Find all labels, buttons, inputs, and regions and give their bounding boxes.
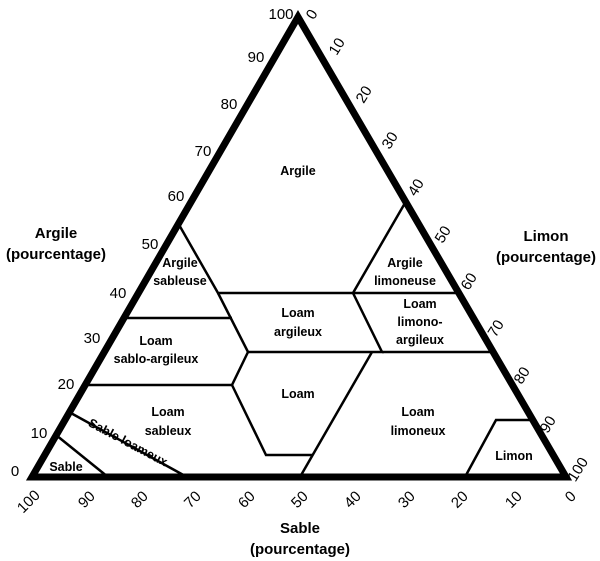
clay-axis-subtitle: (pourcentage): [6, 246, 106, 263]
sand-tick: 30: [395, 488, 419, 512]
clay-axis-ticks: 0 10 20 30 40 50 60 70 80 90 100: [11, 6, 294, 480]
region-label-argile-sableuse: sableuse: [153, 274, 207, 288]
silt-tick: 40: [405, 176, 428, 199]
region-label-argile-limoneuse: limoneuse: [374, 274, 436, 288]
silt-axis-ticks: 0 10 20 30 40 50 60 70 80 90 100: [303, 7, 592, 485]
region-label-argile-limoneuse: Argile: [387, 256, 422, 270]
silt-axis-subtitle: (pourcentage): [496, 249, 596, 266]
region-boundary: [216, 292, 385, 354]
triangle-outline: [25, 10, 573, 481]
region-boundary: [176, 202, 407, 295]
clay-tick: 40: [110, 285, 127, 302]
sand-tick: 40: [341, 488, 365, 512]
region-label-argile-sableuse: Argile: [162, 256, 197, 270]
region-label-loam-limono-argileux: limono-: [397, 315, 442, 329]
sand-tick: 100: [14, 487, 44, 517]
region-label-loam-sableux: Loam: [151, 405, 184, 419]
silt-tick: 60: [458, 270, 481, 293]
region-label-argile: Argile: [280, 164, 315, 178]
region-label-loam-limoneux: Loam: [401, 405, 434, 419]
region-boundary: [463, 418, 533, 478]
silt-tick: 50: [432, 223, 455, 246]
sand-tick: 20: [448, 488, 472, 512]
silt-tick: 0: [303, 7, 322, 23]
region-label-sable: Sable: [49, 460, 82, 474]
clay-tick: 20: [58, 376, 75, 393]
silt-tick: 10: [326, 35, 349, 58]
region-label-loam-argileux: argileux: [274, 325, 322, 339]
silt-tick: 80: [511, 364, 534, 387]
region-label-loam-argileux: Loam: [281, 306, 314, 320]
region-boundary: [298, 351, 374, 478]
clay-tick: 70: [195, 143, 212, 160]
region-boundary: [230, 384, 313, 457]
region-label-loam: Loam: [281, 387, 314, 401]
sand-tick: 50: [288, 488, 312, 512]
region-boundary: [55, 434, 109, 478]
clay-axis-title: Argile: [35, 225, 78, 242]
region-label-loam-limono-argileux: Loam: [403, 297, 436, 311]
sand-tick: 90: [75, 488, 99, 512]
silt-tick: 90: [537, 413, 560, 436]
clay-tick: 50: [142, 236, 159, 253]
sand-tick: 10: [502, 488, 526, 512]
silt-tick: 20: [353, 83, 376, 106]
sand-tick: 70: [181, 488, 205, 512]
clay-tick: 80: [221, 96, 238, 113]
silt-tick: 70: [485, 317, 508, 340]
silt-tick: 30: [379, 129, 402, 152]
silt-axis-title: Limon: [524, 228, 569, 245]
region-label-loam-limoneux: limoneux: [391, 424, 446, 438]
sand-axis-ticks: 100 90 80 70 60 50 40 30 20 10 0: [14, 487, 580, 517]
region-label-loam-sablo-argileux: sablo-argileux: [114, 352, 199, 366]
region-boundary: [68, 410, 188, 479]
clay-tick: 60: [168, 188, 185, 205]
region-boundaries: [55, 202, 533, 479]
clay-tick: 30: [84, 330, 101, 347]
sand-axis-title: Sable: [280, 520, 320, 537]
region-label-loam-limono-argileux: argileux: [396, 333, 444, 347]
region-label-loam-sablo-argileux: Loam: [139, 334, 172, 348]
region-label-loam-sableux: sableux: [145, 424, 192, 438]
clay-tick: 0: [11, 463, 19, 480]
sand-tick: 60: [235, 488, 259, 512]
sand-tick: 80: [128, 488, 152, 512]
clay-tick: 100: [268, 6, 293, 23]
sand-axis-subtitle: (pourcentage): [250, 541, 350, 558]
clay-tick: 90: [248, 49, 265, 66]
sand-tick: 0: [562, 488, 580, 506]
region-label-limon: Limon: [495, 449, 533, 463]
clay-tick: 10: [31, 425, 48, 442]
